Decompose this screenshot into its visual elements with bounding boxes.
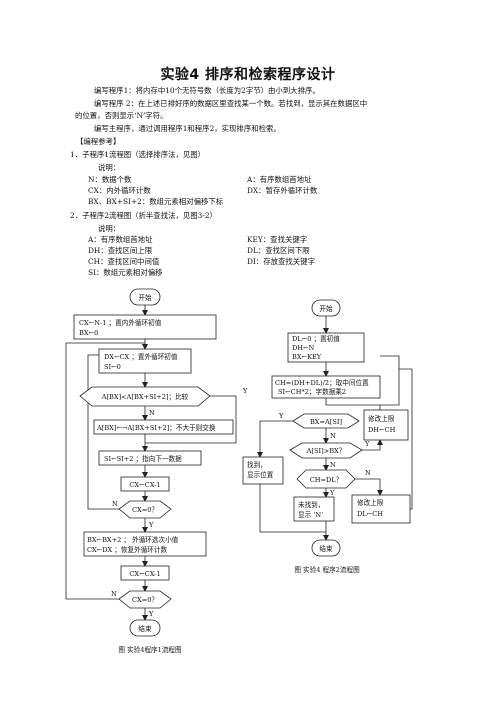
section-2-heading: 2．子程序2流程图（折半查找法，见图3-2） (70, 211, 217, 220)
flow1-cond2 (118, 590, 172, 609)
flow1-cond2-label: CX=0？ (132, 596, 158, 604)
flow2-init (287, 332, 365, 363)
ref-header: 【编程参考】 (76, 137, 121, 146)
flow1-end (129, 619, 161, 637)
flow2-upper (363, 409, 409, 441)
flow1-init-outer (73, 314, 217, 340)
flowchart-1: 开始 CX←N-1 ；置内外循环初值 BX←0 DX←CX ；置外循环初值 SI… (65, 288, 248, 654)
flow1-cond1-label: CX=0？ (132, 506, 158, 514)
section-2-dl: DL：查找区间下限 (247, 246, 310, 255)
flow2-cond-lt-label: A[SI]>BX？ (306, 447, 346, 455)
flow1-start (129, 288, 161, 306)
flow2-upper-line1: 修改上限 (368, 414, 395, 423)
flow2-cond-ch-label: CH=DL？ (310, 476, 343, 484)
section-1-a: A：有序数组首地址 (247, 175, 312, 184)
flow2-init-line1: DL←0 ；置初值 (292, 334, 340, 343)
flow1-init-inner (98, 348, 192, 374)
flow2-cond-eq-yes: Y (278, 412, 284, 420)
flow2-end-label: 结束 (319, 544, 333, 553)
section-2-desc: 说明： (98, 224, 121, 233)
flow2-cond-ch-yes: Y (329, 489, 335, 497)
flow1-cond2-no: N (111, 590, 117, 598)
flow1-compare (79, 386, 211, 407)
flow2-cond-eq-label: BX=A[SI] (310, 418, 342, 426)
flow2-notfound-line1: 未找到， (298, 500, 324, 509)
flow2-start (311, 299, 341, 317)
flow1-next (98, 450, 202, 466)
flow1-init-inner-line2: SI←0 (104, 363, 121, 371)
flow2-end (311, 539, 341, 557)
flow1-compare-yes: Y (242, 387, 248, 395)
section-2-dh: DH：查找区间上限 (88, 246, 153, 255)
flow1-start-label: 开始 (138, 293, 152, 302)
flow2-notfound (293, 496, 335, 522)
section-2-si: SI：数组元素相对偏移 (88, 268, 163, 277)
flow2-found-line1: 找到， (247, 460, 267, 469)
flow2-mid-line2: SI←CH*2；字数据乘2 (278, 387, 346, 396)
flow2-found-line2: 显示位置 (247, 470, 274, 479)
flow2-notfound-line2: 显示 ‘N’ (298, 511, 323, 519)
intro-line-3: 的位置，否则显示‘N’字符。 (75, 111, 168, 120)
flow2-cond-eq (292, 413, 360, 429)
flow1-swap-label: A[BX]←→A[BX+SI+2]；不大于则交换 (96, 423, 216, 432)
flow1-caption: 图 实验4程序1流程图 (118, 645, 182, 654)
flow2-upper-line2: DH←CH (368, 426, 396, 434)
flow1-end-label: 结束 (138, 624, 152, 633)
flow2-mid (271, 375, 381, 399)
section-2-di: DI：存放查找关键字 (247, 257, 315, 266)
flow2-caption: 图 实验4 程序2流程图 (294, 565, 360, 574)
section-1-cx: CX：内外循环计数 (88, 186, 151, 195)
flow2-cond-eq-no: N (330, 432, 336, 440)
flow1-compare-label: A[BX]<A[BX+SI+2]；比较 (101, 392, 189, 401)
flow1-cond1-no: N (112, 500, 118, 508)
section-1-dx: DX：暂存外循环计数 (247, 186, 318, 195)
flow1-dec2-label: CX←CX-1 (129, 570, 160, 578)
section-1-heading: 1．子程序1流程图（选择排序法，见图） (70, 150, 206, 159)
flow1-init-inner-line1: DX←CX ；置外循环初值 (104, 352, 178, 361)
flow1-outer-update (83, 531, 207, 557)
flow1-compare-no: N (149, 409, 155, 417)
flow1-swap (93, 419, 234, 435)
flow2-cond-lt (289, 442, 363, 459)
flow1-outer-update-line2: CX←DX ；恢复外循环计数 (87, 545, 167, 554)
section-2-key: KEY：查找关键字 (247, 235, 308, 244)
intro-line-2: 编写程序 2：在上述已排好序的数据区里查找某一个数。若找到，显示其在数据区中 (94, 99, 368, 108)
flow2-lower (351, 494, 411, 524)
section-1-bx: BX、BX+SI+2：数组元素相对偏移下标 (88, 197, 224, 206)
flow1-next-label: SI←SI+2 ；指向下一数据 (104, 454, 182, 463)
flow1-cond2-yes: Y (148, 610, 154, 618)
flow1-dec2 (120, 565, 170, 581)
flow1-cond1 (118, 500, 172, 519)
section-1-n: N：数据个数 (88, 175, 132, 184)
intro-line-1: 编写程序1：将内存中10个无符号数（长度为2字节）由小到大排序。 (94, 86, 320, 95)
intro-line-4: 编写主程序，通过调用程序1和程序2，实现排序和检索。 (94, 124, 281, 133)
flow2-found (242, 456, 284, 485)
flow2-lower-line2: DL←CH (357, 510, 383, 518)
flow2-cond-lt-yes: Y (364, 440, 370, 448)
flow2-cond-ch (296, 469, 356, 489)
flow1-init-outer-line1: CX←N-1 ；置内外循环初值 (79, 318, 162, 327)
flowchart-2: 开始 DL←0 ；置初值 DH←N BX←KEY CH=(DH+DL)/2；取中… (242, 299, 413, 574)
flow2-cond-lt-no: N (330, 461, 336, 469)
flow2-mid-line1: CH=(DH+DL)/2；取中间位置 (275, 378, 369, 387)
section-2-ch: CH：查找区间中间值 (88, 257, 160, 266)
flow2-start-label: 开始 (319, 304, 333, 313)
section-1-desc: 说明： (98, 163, 121, 172)
page-title: 实验4 排序和检索程序设计 (160, 67, 336, 83)
flow1-init-outer-line2: BX←0 (79, 329, 98, 337)
flow2-init-line3: BX←KEY (292, 353, 322, 361)
flow1-dec1-label: CX←CX-1 (129, 481, 160, 489)
flow2-cond-ch-no: N (365, 469, 371, 477)
flow2-lower-line1: 修改上限 (357, 498, 384, 507)
flow1-cond1-yes: Y (148, 521, 154, 529)
flow1-outer-update-line1: BX←BX+2 ； 外循环选次小值 (87, 535, 179, 544)
flow1-dec1 (120, 476, 170, 492)
flow2-init-line2: DH←N (292, 344, 315, 352)
section-2-a: A：有序数组首地址 (88, 235, 153, 244)
